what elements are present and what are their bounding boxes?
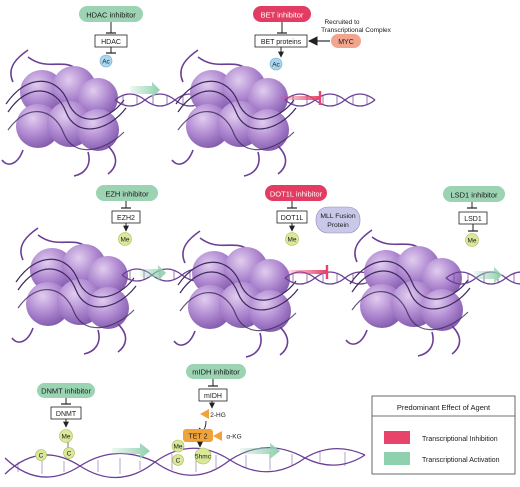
methyl-mark — [118, 232, 132, 246]
alpha-kg-label: α-KG — [226, 434, 241, 441]
nucleosome-icon — [1, 49, 127, 177]
tet2-box — [183, 429, 213, 442]
activation-arrow-icon — [130, 82, 160, 98]
lsd1-label: LSD1 — [464, 216, 482, 223]
dnmt-mark-label: Me — [61, 434, 70, 441]
bet-inhibitor-pill — [253, 6, 311, 22]
dnmt-label: DNMT — [56, 411, 77, 418]
lsd1-inhibitor-label: LSD1 inhibitor — [450, 191, 498, 200]
myc-label: MYC — [338, 39, 354, 46]
activation-arrow-icon — [112, 443, 150, 459]
activation-arrow-icon — [240, 443, 280, 459]
legend-swatch-inhibition — [384, 431, 410, 444]
recruited-note-line2: Transcriptional Complex — [321, 27, 392, 34]
cytosine-mark — [63, 447, 75, 459]
recruited-note-line1: Recruited to — [324, 19, 359, 26]
cytosine-mark — [35, 449, 47, 461]
midh-mark-label: Me — [173, 444, 182, 451]
acetyl-mark — [269, 57, 283, 71]
hdac-inhibitor-label: HDAC inhibitor — [86, 11, 136, 20]
hdac-panel: HDAC inhibitor HDAC Ac — [1, 6, 206, 177]
dot1l-mark-label: Me — [287, 237, 296, 244]
lsd1-panel: LSD1 inhibitor LSD1 Me — [345, 186, 520, 357]
inhibition-arrow-icon — [280, 96, 320, 100]
dnmt-panel: DNMT inhibitor DNMT Me C C — [35, 383, 95, 461]
mll-fusion-line2: Protein — [327, 222, 349, 229]
dnmt-inhibitor-label: DNMT inhibitor — [41, 387, 91, 396]
acetyl-mark — [99, 54, 113, 68]
cytosine-mark — [172, 454, 184, 466]
methyl-mark — [171, 439, 185, 453]
inhibition-arrow-icon — [285, 270, 326, 274]
nucleosome-icon — [11, 227, 137, 355]
tet2-label: TET 2 — [189, 434, 208, 441]
myc-pill — [331, 34, 361, 48]
midh-inhibitor-pill — [186, 364, 246, 379]
lsd1-mark-label: Me — [467, 238, 476, 245]
ezh-inhibitor-pill — [96, 185, 158, 201]
dot1l-inhibitor-label: DOT1L inhibitor — [270, 190, 323, 199]
dnmt-base2-label: C — [67, 451, 72, 458]
hdac-label: HDAC — [101, 39, 121, 46]
ezh2-label: EZH2 — [117, 215, 135, 222]
midh-box — [198, 388, 228, 402]
bet-panel: BET inhibitor BET proteins Ac MYC Recrui… — [171, 6, 392, 177]
midh-label: mIDH — [204, 393, 222, 400]
methyl-mark — [59, 429, 73, 443]
bottom-dna-helix — [4, 443, 366, 479]
mll-fusion-line1: MLL Fusion — [320, 213, 355, 220]
methyl-mark — [465, 233, 479, 247]
nucleosome-icon — [345, 229, 471, 357]
dnmt-base1-label: C — [39, 453, 44, 460]
activation-arrow-icon — [140, 265, 166, 281]
dot1l-panel: DOT1L inhibitor DOT1L Me MLL Fusion Prot… — [173, 185, 376, 358]
ezh-mark-label: Me — [120, 237, 129, 244]
legend-label-inhibition: Transcriptional Inhibition — [422, 436, 498, 443]
midh-base-label: C — [176, 458, 181, 465]
midh-panel: mIDH inhibitor mIDH 2-HG TET 2 α-KG 5hmc… — [171, 364, 246, 466]
hdac-inhibitor-pill — [79, 6, 143, 22]
legend-label-activation: Transcriptional Activation — [422, 457, 500, 464]
triangle-icon — [200, 409, 209, 419]
methyl-mark — [285, 232, 299, 246]
bet-proteins-label: BET proteins — [261, 39, 302, 46]
legend-swatch-activation — [384, 452, 410, 465]
hydroxymethyl-mark — [194, 447, 212, 465]
five-hmc-label: 5hmc — [195, 454, 212, 461]
ezh-inhibitor-label: EZH inhibitor — [105, 190, 149, 199]
activation-arrow-icon — [474, 267, 502, 283]
legend-title: Predominant Effect of Agent — [397, 403, 491, 412]
midh-inhibitor-label: mIDH inhibitor — [192, 368, 240, 377]
hdac-mark-label: Ac — [102, 59, 110, 66]
lsd1-inhibitor-pill — [443, 186, 505, 202]
triangle-icon — [213, 431, 222, 441]
bet-mark-label: Ac — [272, 62, 280, 69]
dot1l-inhibitor-pill — [265, 185, 327, 201]
nucleosome-icon — [173, 230, 299, 358]
ezh-panel: EZH inhibitor EZH2 Me — [11, 185, 213, 355]
legend: Predominant Effect of Agent Transcriptio… — [371, 395, 516, 475]
two-hg-label: 2-HG — [210, 412, 226, 419]
mll-fusion-pill — [315, 206, 361, 234]
dnmt-inhibitor-pill — [37, 383, 95, 398]
bet-inhibitor-label: BET inhibitor — [261, 11, 304, 20]
dot1l-label: DOT1L — [281, 215, 304, 222]
